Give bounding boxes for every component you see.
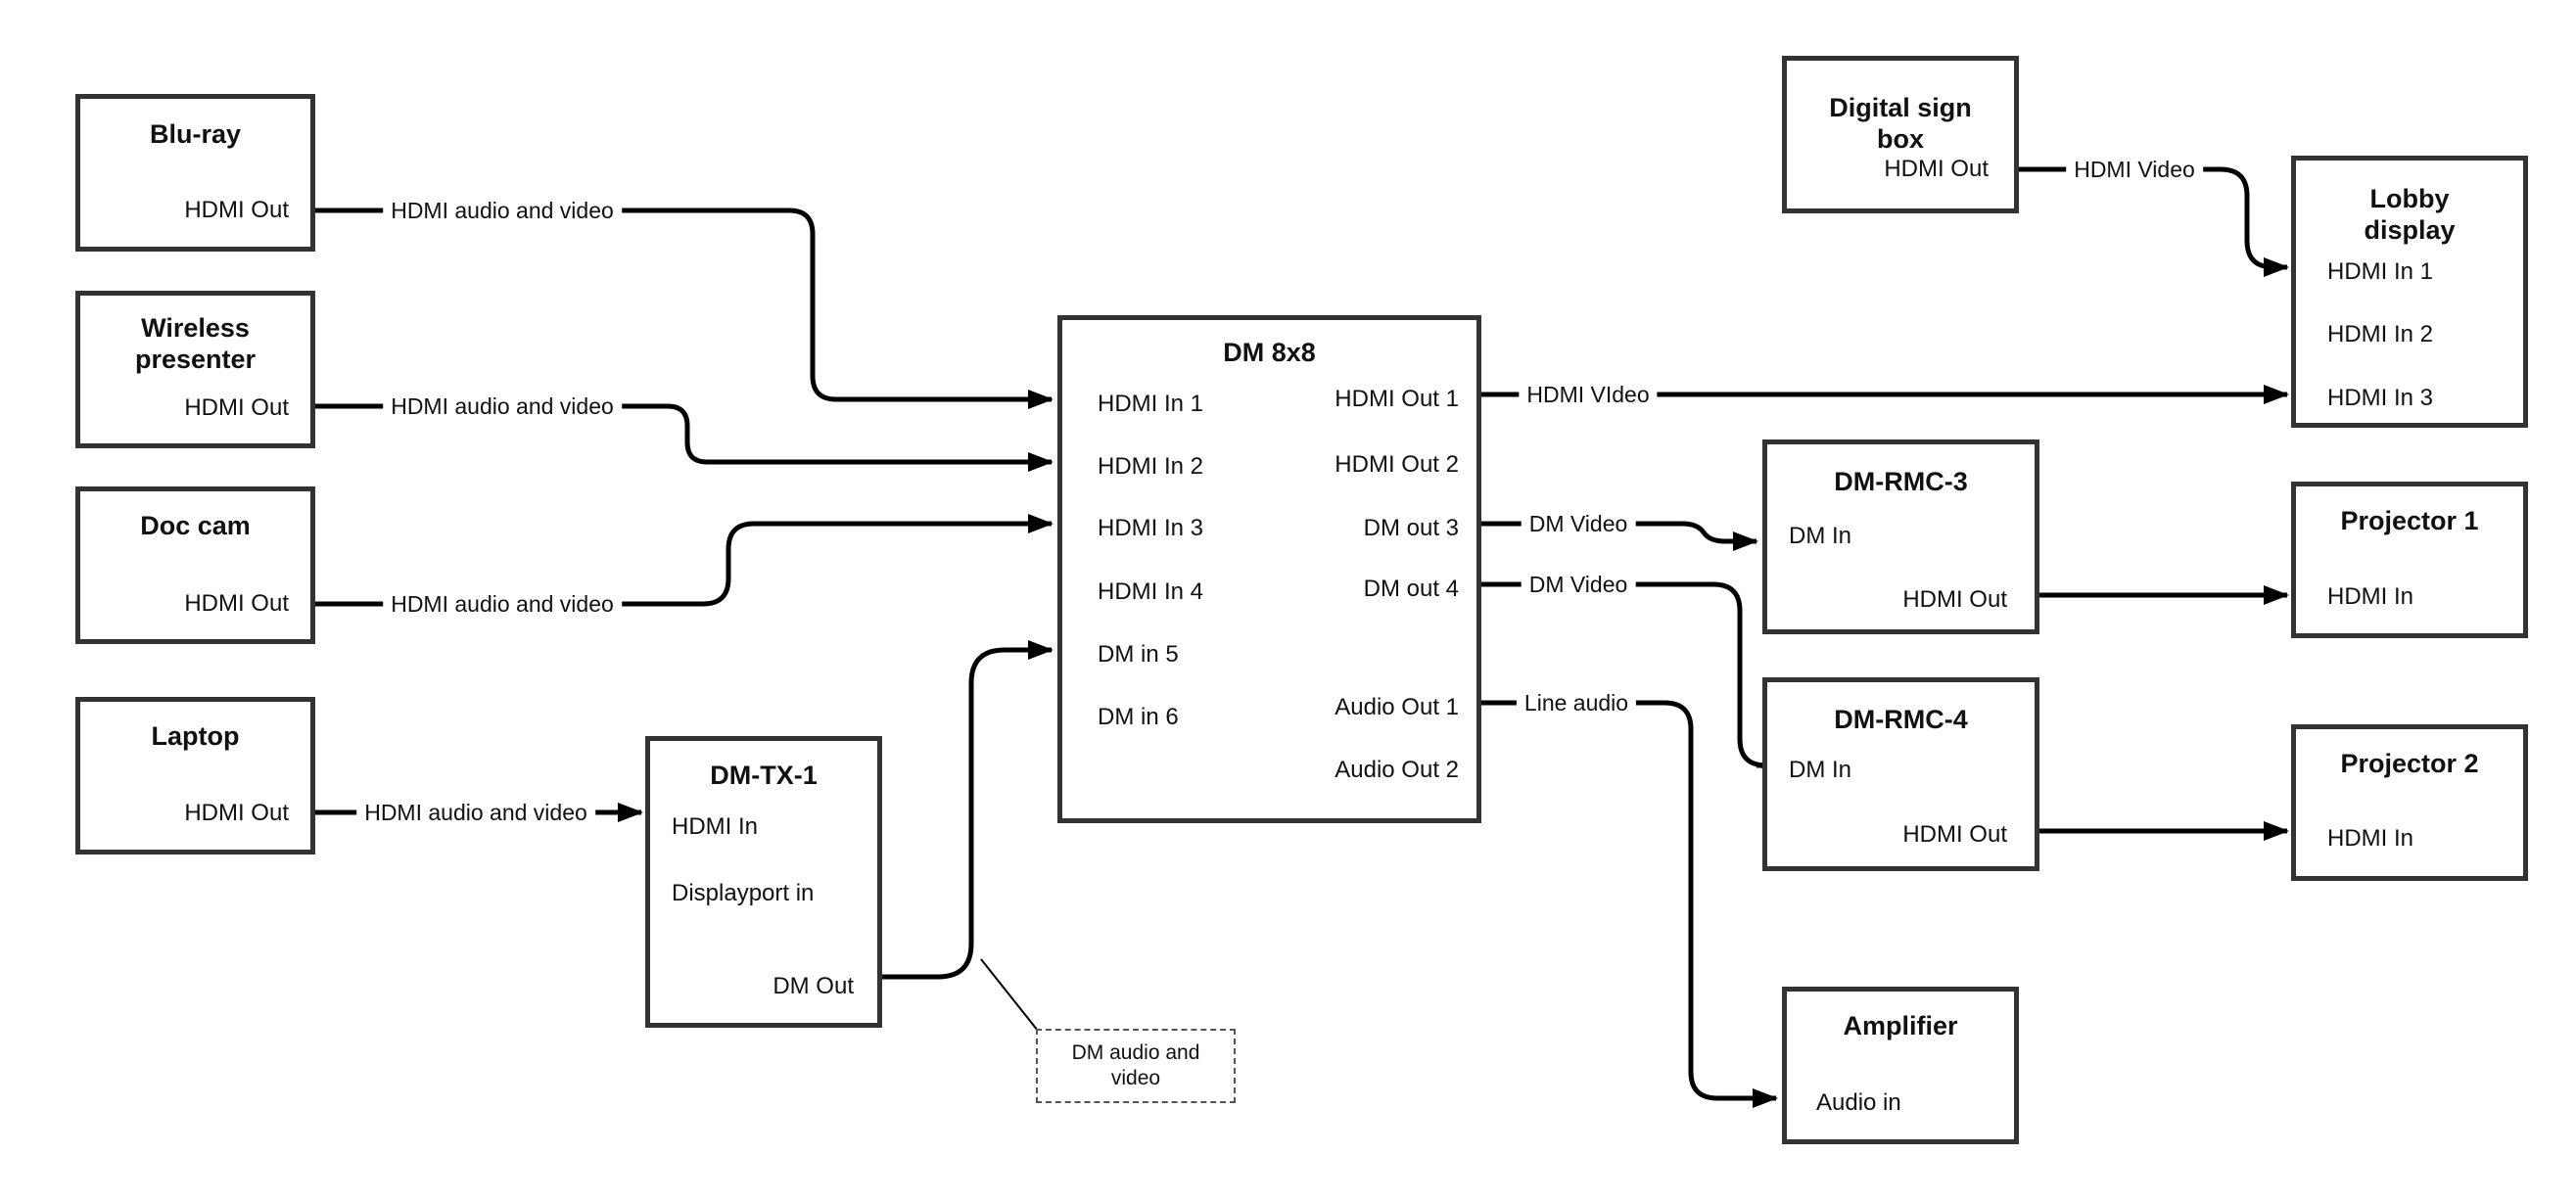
annotation-text: DM audio and video bbox=[1071, 1041, 1200, 1089]
port-hdmi-out-1: HDMI Out 1 bbox=[1335, 386, 1459, 412]
edge-label-hdmi-video-out1: HDMI VIdeo bbox=[1519, 382, 1658, 407]
edge-label-hdmi-av-doccam: HDMI audio and video bbox=[383, 591, 622, 617]
port-dm-out-3: DM out 3 bbox=[1363, 515, 1459, 541]
node-laptop: Laptop HDMI Out bbox=[75, 697, 315, 855]
edge-label-line-audio: Line audio bbox=[1516, 690, 1637, 716]
node-title: DM 8x8 bbox=[1223, 338, 1316, 367]
port-hdmi-out: HDMI Out bbox=[1884, 156, 1989, 182]
node-dm-rmc-4: DM-RMC-4 DM In HDMI Out bbox=[1762, 677, 2039, 871]
node-title: Wireless presenter bbox=[134, 313, 257, 374]
port-hdmi-out: HDMI Out bbox=[1902, 586, 2007, 613]
port-displayport-in: Displayport in bbox=[672, 880, 815, 906]
port-hdmi-in-2: HDMI In 2 bbox=[2327, 321, 2434, 347]
wire-digital-sign-lobby bbox=[2019, 166, 2289, 277]
port-hdmi-in-4: HDMI In 4 bbox=[1098, 578, 1204, 605]
edge-label-hdmi-av-bluray: HDMI audio and video bbox=[383, 198, 622, 223]
annotation-dm-audio-video: DM audio and video bbox=[1036, 1029, 1236, 1103]
node-title: Lobby display bbox=[2364, 184, 2456, 245]
node-amplifier: Amplifier Audio in bbox=[1782, 987, 2019, 1144]
port-hdmi-out: HDMI Out bbox=[184, 394, 289, 421]
node-title: Laptop bbox=[151, 721, 240, 751]
port-hdmi-in: HDMI In bbox=[2327, 825, 2414, 852]
node-title: Digital sign box bbox=[1829, 93, 1972, 154]
port-audio-out-1: Audio Out 1 bbox=[1335, 694, 1459, 720]
edge-label-dm-video-out4: DM Video bbox=[1521, 572, 1636, 597]
port-hdmi-out: HDMI Out bbox=[184, 800, 289, 826]
port-hdmi-in: HDMI In bbox=[2327, 583, 2414, 610]
node-title: DM-TX-1 bbox=[710, 761, 818, 790]
port-hdmi-in-3: HDMI In 3 bbox=[1098, 515, 1204, 541]
port-hdmi-out: HDMI Out bbox=[184, 590, 289, 617]
port-dm-out-4: DM out 4 bbox=[1363, 576, 1459, 602]
port-hdmi-out: HDMI Out bbox=[1902, 821, 2007, 848]
node-title: Doc cam bbox=[140, 511, 251, 540]
node-title: Blu-ray bbox=[149, 119, 242, 149]
node-doc-cam: Doc cam HDMI Out bbox=[75, 486, 315, 644]
port-audio-out-2: Audio Out 2 bbox=[1335, 757, 1459, 783]
wire-audio-out-1-amp bbox=[1481, 700, 1778, 1108]
port-hdmi-out-2: HDMI Out 2 bbox=[1335, 451, 1459, 478]
wire-bluray-hdmi-in-1 bbox=[315, 208, 1054, 409]
node-title: Projector 2 bbox=[2340, 749, 2479, 778]
port-hdmi-in-2: HDMI In 2 bbox=[1098, 453, 1204, 480]
node-title: Projector 1 bbox=[2340, 506, 2479, 535]
node-digital-sign-box: Digital sign box HDMI Out bbox=[1782, 56, 2019, 213]
port-hdmi-in: HDMI In bbox=[672, 813, 759, 840]
port-dm-in: DM In bbox=[1789, 523, 1852, 549]
port-hdmi-in-1: HDMI In 1 bbox=[2327, 258, 2434, 285]
port-hdmi-in-1: HDMI In 1 bbox=[1098, 391, 1204, 417]
node-projector-2: Projector 2 HDMI In bbox=[2291, 724, 2528, 881]
node-bluray: Blu-ray HDMI Out bbox=[75, 94, 315, 252]
node-title: DM-RMC-4 bbox=[1834, 705, 1968, 734]
wire-wireless-hdmi-in-2 bbox=[315, 403, 1054, 472]
port-hdmi-in-3: HDMI In 3 bbox=[2327, 385, 2434, 411]
node-projector-1: Projector 1 HDMI In bbox=[2291, 482, 2528, 638]
port-hdmi-out: HDMI Out bbox=[184, 197, 289, 223]
node-dm-8x8: DM 8x8 HDMI In 1 HDMI In 2 HDMI In 3 HDM… bbox=[1057, 315, 1481, 823]
port-dm-out: DM Out bbox=[773, 973, 854, 999]
node-dm-rmc-3: DM-RMC-3 DM In HDMI Out bbox=[1762, 439, 2039, 634]
wire-dm-out-4-rmc4 bbox=[1481, 581, 1780, 775]
port-dm-in-6: DM in 6 bbox=[1098, 704, 1179, 730]
edge-label-hdmi-av-laptop: HDMI audio and video bbox=[356, 800, 595, 825]
wire-dm-out-3-rmc3 bbox=[1481, 521, 1758, 551]
port-audio-in: Audio in bbox=[1816, 1089, 1901, 1116]
node-wireless-presenter: Wireless presenter HDMI Out bbox=[75, 291, 315, 448]
wire-doccam-hdmi-in-3 bbox=[315, 514, 1054, 607]
node-lobby-display: Lobby display HDMI In 1 HDMI In 2 HDMI I… bbox=[2291, 156, 2528, 428]
node-dm-tx-1: DM-TX-1 HDMI In Displayport in DM Out bbox=[645, 736, 882, 1028]
callout-line bbox=[980, 958, 1039, 1032]
port-dm-in: DM In bbox=[1789, 757, 1852, 783]
edge-label-dm-video-out3: DM Video bbox=[1521, 511, 1636, 536]
edge-label-hdmi-video-sign: HDMI Video bbox=[2066, 157, 2203, 182]
node-title: Amplifier bbox=[1843, 1011, 1958, 1040]
port-dm-in-5: DM in 5 bbox=[1098, 641, 1179, 668]
node-title: DM-RMC-3 bbox=[1834, 467, 1968, 496]
wire-dmtx1-dm-in-5 bbox=[882, 640, 1054, 980]
edge-label-hdmi-av-wireless: HDMI audio and video bbox=[383, 393, 622, 419]
